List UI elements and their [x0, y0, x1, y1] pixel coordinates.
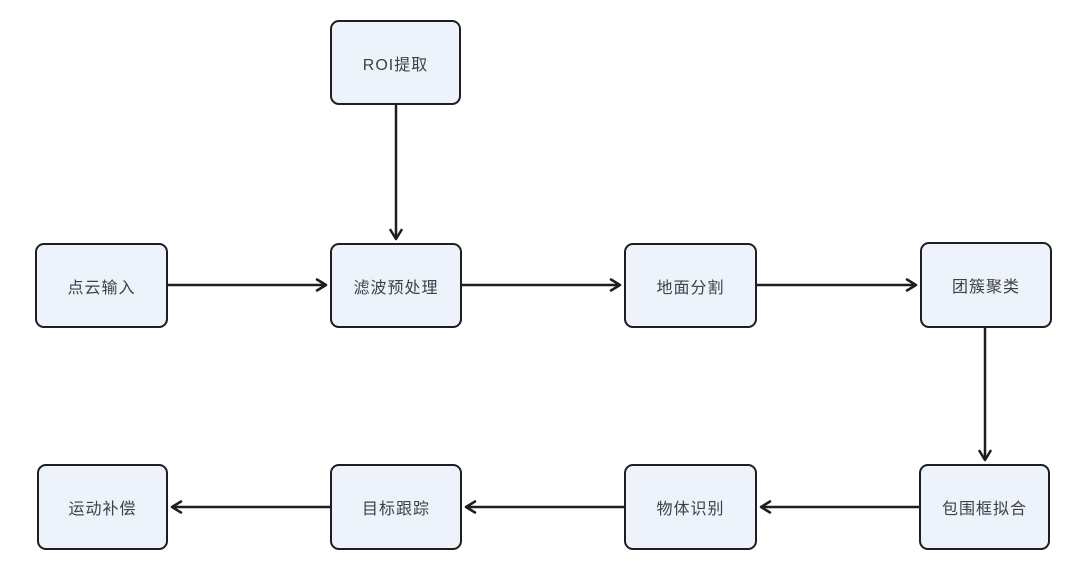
flow-node-ground-segmentation[interactable]: 地面分割 [624, 243, 757, 328]
flow-node-label: 包围框拟合 [941, 501, 1027, 518]
flow-node-label: 运动补偿 [68, 501, 137, 518]
flow-node-target-tracking[interactable]: 目标跟踪 [330, 464, 462, 550]
flow-node-cluster-clustering[interactable]: 团簇聚类 [920, 242, 1052, 328]
flow-node-label: 物体识别 [656, 501, 725, 518]
flow-node-object-recognition[interactable]: 物体识别 [624, 464, 757, 550]
flow-node-label: 滤波预处理 [353, 279, 439, 297]
flow-node-label: 地面分割 [656, 279, 725, 297]
flow-node-bbox-fitting[interactable]: 包围框拟合 [919, 464, 1050, 550]
flow-node-label: 点云输入 [67, 279, 136, 297]
flow-node-label: ROI提取 [362, 56, 429, 74]
flow-node-motion-compensation[interactable]: 运动补偿 [37, 464, 168, 550]
flow-node-label: 目标跟踪 [361, 501, 430, 518]
flow-node-roi-extraction[interactable]: ROI提取 [330, 20, 461, 105]
flow-node-filter-preprocess[interactable]: 滤波预处理 [330, 243, 462, 328]
flow-node-pointcloud-input[interactable]: 点云输入 [35, 243, 168, 328]
flow-node-label: 团簇聚类 [951, 279, 1020, 296]
